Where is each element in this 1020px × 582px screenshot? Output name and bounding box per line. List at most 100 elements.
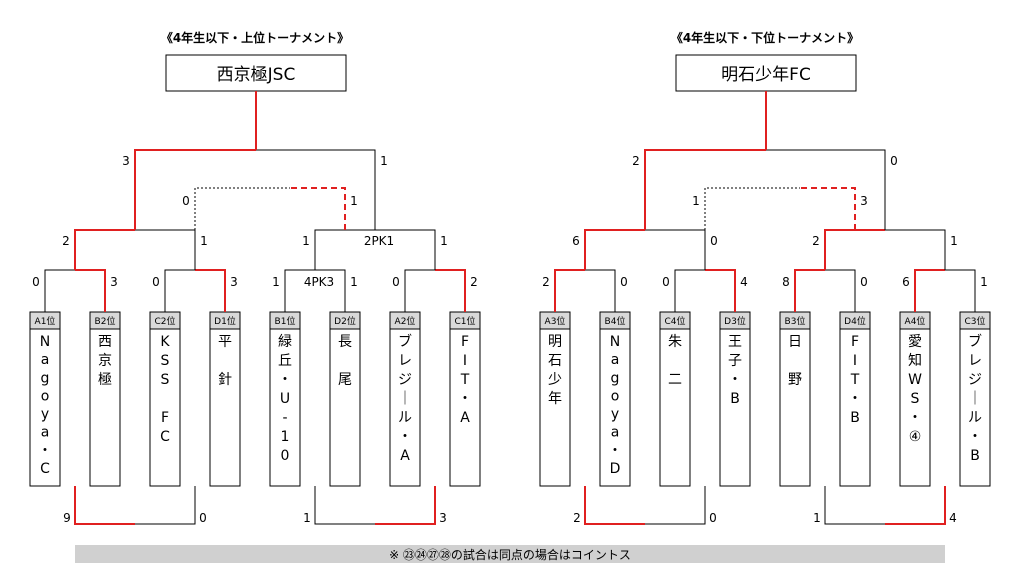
- team-name-char: -: [282, 410, 287, 426]
- placement-score: 1: [813, 511, 821, 525]
- team-name-char: B: [730, 391, 740, 407]
- team-name: 西京極: [98, 334, 112, 388]
- placement-line: [314, 486, 375, 525]
- r1-score: 0: [860, 275, 868, 289]
- team-name-char: レ: [398, 353, 412, 369]
- seed-label: D4位: [844, 315, 866, 327]
- r2-score: 2: [62, 234, 70, 248]
- team-name-char: 長: [338, 334, 352, 350]
- footnote: ※ ㉓㉔㉗㉘の試合は同点の場合はコイントス: [389, 547, 631, 562]
- placement-line: [74, 486, 135, 525]
- team-box: [329, 311, 361, 487]
- r1-pk-note: 4PK3: [304, 275, 334, 289]
- r2-score: 1: [200, 234, 208, 248]
- team-name-char: a: [611, 425, 620, 441]
- team-name-char: D: [610, 461, 621, 477]
- r1-score: 6: [902, 275, 910, 289]
- team-name-char: N: [40, 334, 50, 350]
- r1-score: 0: [662, 275, 670, 289]
- team-name-char: ブ: [968, 333, 982, 350]
- r2-line: [74, 229, 135, 270]
- team-name-char: レ: [968, 353, 982, 369]
- bracket-title: 《4年生以下・下位トーナメント》: [671, 30, 859, 45]
- r1-line: [284, 269, 315, 312]
- footnote-bar: [75, 545, 945, 563]
- seed-label: A2位: [395, 315, 416, 327]
- r2-line: [824, 229, 885, 270]
- team-box: [899, 311, 931, 487]
- seed-label: B4位: [605, 315, 626, 327]
- r2-line: [135, 229, 196, 270]
- r2-line: [645, 229, 706, 270]
- team-name-char: B: [850, 410, 860, 426]
- r2-score: 1: [950, 234, 958, 248]
- team-name: 長尾: [338, 334, 352, 388]
- team-name-char: ・: [278, 372, 292, 388]
- seed-label: A3位: [545, 315, 566, 327]
- seed-label: C2位: [154, 315, 175, 327]
- team-name-char: ｜: [398, 391, 412, 407]
- r1-score: 3: [230, 275, 238, 289]
- team-name: 朱二: [668, 334, 682, 388]
- r1-score: 1: [980, 275, 988, 289]
- team-name-char: 王: [728, 334, 742, 350]
- team-name-char: N: [610, 334, 620, 350]
- seed-label: D1位: [214, 315, 236, 327]
- team-name: 王子・B: [728, 334, 742, 407]
- final-line: [766, 149, 886, 230]
- team-name-char: S: [911, 391, 920, 407]
- placement-line: [885, 486, 946, 525]
- r2-line: [314, 229, 375, 270]
- team-name-char: ・: [398, 429, 412, 445]
- team-name-char: 少: [548, 372, 562, 388]
- team-name-char: A: [460, 410, 470, 426]
- team-name-char: 明: [548, 334, 562, 350]
- team-name-char: g: [611, 370, 620, 386]
- r1-score: 2: [542, 275, 550, 289]
- r1-score: 0: [32, 275, 40, 289]
- team-name: 日野: [788, 334, 802, 388]
- team-name-char: o: [611, 388, 620, 404]
- r1-score: 2: [470, 275, 478, 289]
- r1-line: [164, 269, 195, 312]
- team-name-char: T: [460, 372, 470, 388]
- team-name: ブレジ｜ル・B: [968, 333, 982, 464]
- r1-line: [674, 269, 705, 312]
- team-name-char: 平: [218, 334, 232, 350]
- placement-score: 2: [573, 511, 581, 525]
- r1-score: 8: [782, 275, 790, 289]
- team-name-char: 極: [98, 372, 112, 388]
- team-name-char: K: [160, 334, 170, 350]
- team-name-char: ル: [398, 410, 412, 426]
- team-name-char: W: [908, 372, 922, 388]
- team-name-char: 石: [548, 353, 562, 369]
- r1-score: 0: [392, 275, 400, 289]
- seed-label: B1位: [275, 315, 296, 327]
- r2-score: 2: [812, 234, 820, 248]
- team-name-char: B: [970, 448, 980, 464]
- r1-score: 1: [350, 275, 358, 289]
- r1-score: 0: [620, 275, 628, 289]
- team-name-char: S: [161, 353, 170, 369]
- seed-label: C3位: [964, 315, 985, 327]
- team-name-char: 緑: [278, 334, 292, 350]
- team-name-char: ｜: [968, 391, 982, 407]
- r2-score: 0: [710, 234, 718, 248]
- r1-line: [794, 269, 825, 312]
- r1-score: 1: [272, 275, 280, 289]
- placement-line: [824, 486, 885, 525]
- team-box: [269, 311, 301, 487]
- final-line: [134, 149, 256, 230]
- team-name-char: F: [461, 334, 469, 350]
- team-name-char: ジ: [398, 372, 412, 388]
- r1-line: [315, 269, 346, 312]
- final-line: [644, 149, 766, 230]
- team-name-char: a: [41, 425, 50, 441]
- team-name-char: 子: [728, 353, 742, 369]
- team-name-char: ・: [38, 443, 52, 459]
- team-name-char: 愛: [908, 334, 922, 350]
